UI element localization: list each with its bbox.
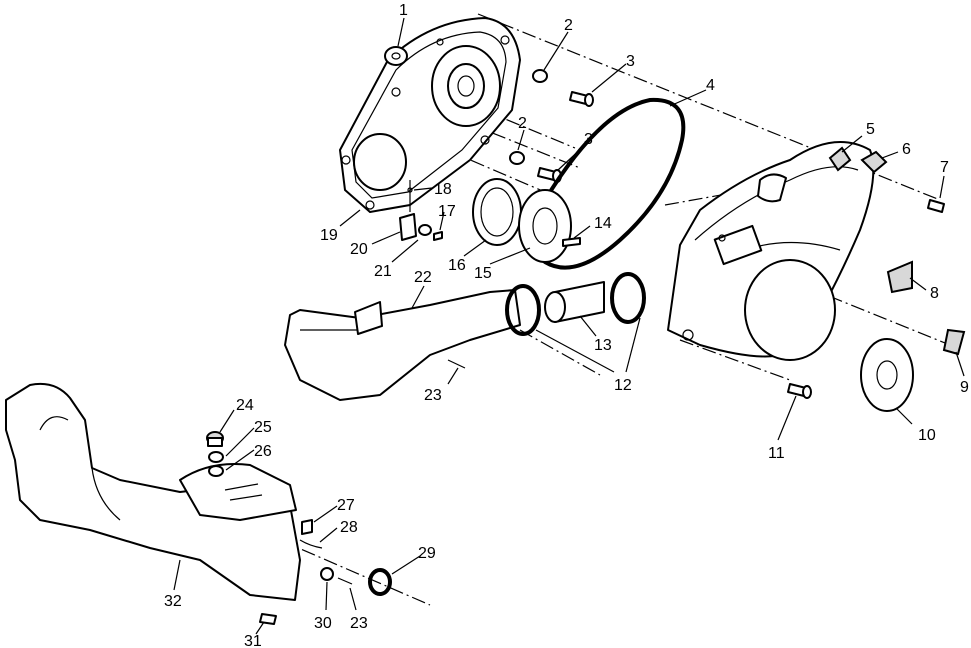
gasket-ring xyxy=(860,338,914,412)
label-part-2-upper: 2 xyxy=(564,17,573,34)
label-part-32: 32 xyxy=(164,593,182,610)
label-part-28: 28 xyxy=(340,519,358,536)
label-part-10: 10 xyxy=(918,427,936,444)
label-part-30: 30 xyxy=(314,615,332,632)
clamp-part-29 xyxy=(368,568,392,596)
label-part-9: 9 xyxy=(960,379,969,396)
label-part-17: 17 xyxy=(438,203,456,220)
label-part-29: 29 xyxy=(418,545,436,562)
upper-air-duct xyxy=(284,289,521,401)
label-part-25: 25 xyxy=(254,419,272,436)
label-part-21: 21 xyxy=(374,263,392,280)
inner-cover-plate xyxy=(339,17,521,213)
screw-part-3-upper xyxy=(569,91,594,107)
label-part-15: 15 xyxy=(474,265,492,282)
tie-part-28 xyxy=(299,539,323,549)
label-part-14: 14 xyxy=(594,215,612,232)
part-labels: 1 2 3 4 2 3 5 6 7 18 17 19 20 21 16 15 1… xyxy=(164,2,969,648)
screw-part-14 xyxy=(562,237,581,247)
leader-lines xyxy=(173,17,965,635)
label-part-5: 5 xyxy=(866,121,875,138)
label-part-11: 11 xyxy=(768,445,785,462)
label-part-7: 7 xyxy=(940,159,949,176)
screw-part-3-lower xyxy=(537,167,562,183)
label-part-23-lower: 23 xyxy=(350,615,368,632)
label-part-2-lower: 2 xyxy=(518,115,527,132)
outer-cover xyxy=(667,141,875,361)
cap-part-24 xyxy=(206,431,224,447)
nut-part-25 xyxy=(208,451,224,463)
label-part-22: 22 xyxy=(414,269,432,286)
label-part-19: 19 xyxy=(320,227,338,244)
label-part-18: 18 xyxy=(434,181,452,198)
decal-part-8 xyxy=(886,260,913,294)
lower-air-duct xyxy=(5,382,301,601)
label-part-23-upper: 23 xyxy=(424,387,442,404)
nut-part-30 xyxy=(320,567,334,581)
label-part-12: 12 xyxy=(614,377,632,394)
label-part-24: 24 xyxy=(236,397,254,414)
label-part-3-upper: 3 xyxy=(626,53,635,70)
bracket-parts xyxy=(399,180,443,241)
clip-part-6 xyxy=(860,150,888,174)
label-part-26: 26 xyxy=(254,443,272,460)
hose-clamps xyxy=(505,272,646,336)
label-part-16: 16 xyxy=(448,257,466,274)
label-part-20: 20 xyxy=(350,241,368,258)
seal-ring xyxy=(472,178,522,246)
label-part-8: 8 xyxy=(930,285,939,302)
label-part-13: 13 xyxy=(594,337,612,354)
washer-part-1 xyxy=(384,46,408,66)
bearing-plate xyxy=(518,189,572,263)
label-part-4: 4 xyxy=(706,77,715,94)
screw-part-11 xyxy=(787,383,812,399)
label-part-31: 31 xyxy=(244,633,262,648)
bolt-part-23-upper xyxy=(447,359,466,369)
screw-part-7 xyxy=(927,199,945,213)
label-part-6: 6 xyxy=(902,141,911,158)
connector-tube xyxy=(544,281,605,323)
washer-part-26 xyxy=(208,465,224,477)
screw-part-31 xyxy=(259,613,277,625)
washer-part-2-upper xyxy=(532,69,548,83)
washer-part-2-lower xyxy=(509,151,525,165)
bolt-part-23-lower xyxy=(337,577,353,585)
label-part-27: 27 xyxy=(337,497,355,514)
clip-part-27 xyxy=(301,519,313,535)
decal-part-9 xyxy=(942,328,966,356)
label-part-3-lower: 3 xyxy=(584,131,593,148)
label-part-1: 1 xyxy=(399,2,408,19)
